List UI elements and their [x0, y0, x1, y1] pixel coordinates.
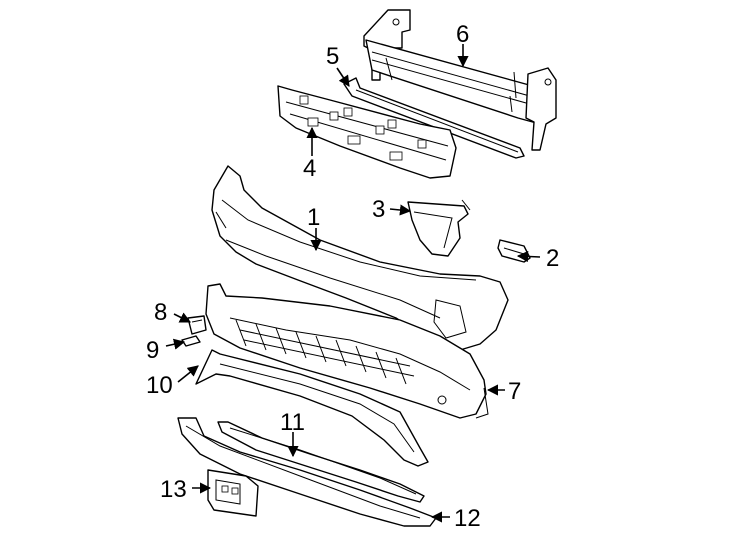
callout-7: 7 — [508, 378, 521, 405]
energy-absorber — [277, 85, 457, 179]
callout-1: 1 — [307, 204, 320, 231]
lower-bracket — [187, 315, 207, 335]
molding-strip — [217, 421, 425, 503]
bumper-cover — [211, 165, 509, 351]
callout-4: 4 — [303, 155, 316, 182]
side-bracket — [407, 199, 471, 257]
callout-2: 2 — [546, 245, 559, 272]
callout-13: 13 — [160, 476, 187, 503]
callout-labels: 1 2 3 4 5 6 7 8 9 10 11 12 13 — [146, 21, 559, 532]
lower-grille-valance — [205, 283, 489, 419]
reinforcement-beam — [363, 9, 557, 151]
lower-trim-strip — [195, 349, 429, 467]
callout-10: 10 — [146, 372, 173, 399]
callout-5: 5 — [326, 43, 339, 70]
callout-6: 6 — [456, 21, 469, 48]
retainer-clip — [181, 335, 201, 347]
side-clip — [497, 239, 531, 263]
grille-mesh — [235, 319, 415, 385]
upper-absorber-strip — [343, 77, 525, 159]
leader-lines — [165, 44, 541, 523]
callout-3: 3 — [372, 196, 385, 223]
callout-8: 8 — [154, 299, 167, 326]
callout-11: 11 — [280, 409, 305, 436]
license-plate-bracket — [207, 469, 259, 517]
callout-9: 9 — [146, 337, 159, 364]
callout-12: 12 — [454, 505, 481, 532]
